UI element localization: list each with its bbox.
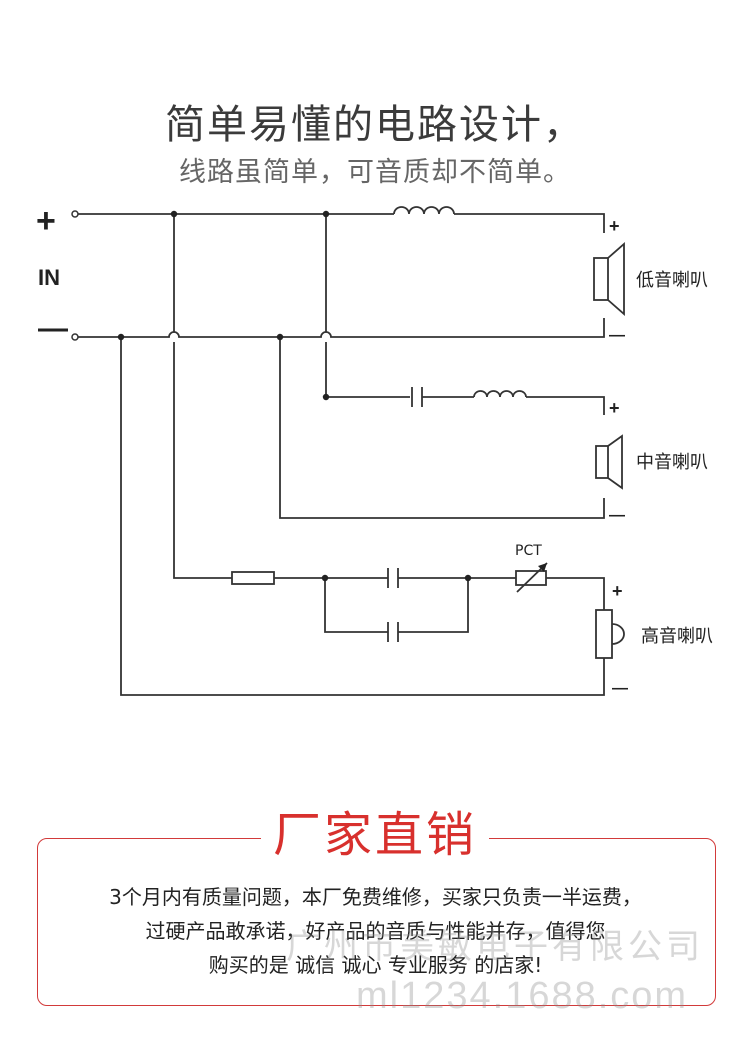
negative-rail-wire	[78, 318, 605, 338]
pct-label: PCT	[515, 543, 542, 559]
tweeter-wire-c	[546, 577, 605, 610]
junction-dot	[276, 333, 284, 341]
promo-banner-title: 厂家直销	[260, 802, 489, 868]
mid-feed-wire	[325, 214, 410, 398]
ground-return-tweeter	[120, 337, 605, 696]
tweeter-parallel-wire	[324, 578, 469, 633]
promo-line: 购买的是 诚信 诚心 专业服务 的店家!	[208, 953, 543, 977]
junction-dot	[464, 574, 472, 582]
woofer-plus: +	[609, 216, 620, 236]
tweeter-speaker-icon	[595, 609, 613, 659]
input-minus-label: —	[38, 312, 68, 345]
positive-rail-wire-right	[454, 213, 605, 233]
mid-minus: —	[609, 507, 625, 524]
woofer-minus: —	[609, 327, 625, 344]
input-terminal-minus	[71, 333, 79, 341]
promo-line: 过硬产品敢承诺，好产品的音质与性能并存，值得您	[145, 919, 606, 943]
woofer-label: 低音喇叭	[636, 270, 708, 291]
junction-dot	[321, 574, 329, 582]
input-label: IN	[38, 265, 60, 290]
promo-line: 3个月内有质量问题，本厂免费维修，买家只负责一半运费，	[109, 885, 642, 909]
junction-dot	[170, 210, 178, 218]
promo-banner-title-wrap: 厂家直销	[0, 802, 750, 868]
tweeter-plus: +	[612, 581, 623, 601]
ground-return-mid	[279, 337, 605, 519]
mid-wire-b	[526, 396, 605, 415]
input-plus-label: +	[36, 202, 56, 240]
crossover-circuit-diagram: + IN — PCT + 低音喇叭 — + 中音喇叭 — + 高音喇叭 —	[36, 202, 713, 697]
input-terminal-plus	[71, 210, 79, 218]
midrange-speaker-icon	[595, 445, 609, 479]
page-subtitle: 线路虽简单，可音质却不简单。	[179, 157, 571, 188]
tweeter-feed-wire	[173, 214, 232, 579]
woofer-cone	[607, 242, 625, 316]
junction-dot	[322, 393, 330, 401]
mid-label: 中音喇叭	[636, 452, 708, 473]
tweeter-dome	[611, 623, 625, 645]
tweeter-minus: —	[612, 680, 628, 697]
mid-plus: +	[609, 398, 620, 418]
junction-dot	[322, 210, 330, 218]
mid-cone	[607, 434, 623, 490]
tweeter-resistor	[231, 571, 275, 585]
woofer-speaker-icon	[593, 257, 609, 301]
mid-inductor	[473, 390, 527, 398]
pct-arrowhead	[538, 563, 547, 572]
junction-dot	[117, 333, 125, 341]
page-title: 简单易懂的电路设计，	[165, 102, 585, 148]
promo-banner-text: 3个月内有质量问题，本厂免费维修，买家只负责一半运费， 过硬产品敢承诺，好产品的…	[37, 880, 714, 982]
tweeter-label: 高音喇叭	[641, 626, 713, 647]
woofer-inductor	[393, 206, 455, 215]
